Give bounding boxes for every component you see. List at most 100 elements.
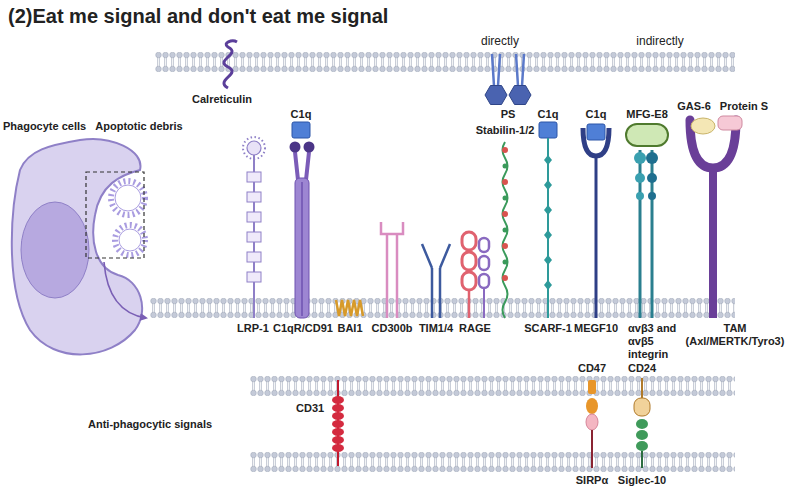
cd31-molecule-part	[332, 420, 344, 428]
ligand-label: Protein S	[720, 100, 768, 113]
stabilin-receptor-part	[502, 275, 508, 281]
lrp1-receptor	[243, 137, 265, 318]
cell-label: Phagocyte cells	[3, 120, 86, 133]
phagocyte-cell-part	[21, 202, 89, 298]
cd47-sirpa-pair-part	[586, 414, 598, 430]
lipid-bilayer	[250, 376, 735, 396]
apoptotic-debris-part	[119, 229, 141, 251]
tam-receptor-part	[718, 116, 742, 130]
ps-glyph	[485, 54, 531, 105]
c1qr-receptor	[290, 122, 315, 318]
megf10-receptor-part	[595, 156, 598, 318]
tim-receptor-part	[422, 244, 450, 268]
stabilin-receptor-part	[503, 196, 508, 201]
cd31-molecule	[332, 380, 344, 466]
zoom-box-part	[86, 172, 144, 258]
cd31-molecule-part	[332, 396, 344, 404]
scarf1-receptor-part	[544, 255, 552, 265]
receptor-label: TIM1/4	[419, 322, 453, 335]
cd300b-receptor-part	[396, 234, 399, 318]
rage-receptor-part	[462, 232, 476, 250]
cd47-sirpa-pair	[586, 380, 598, 468]
stabilin-receptor-part	[502, 211, 508, 217]
zoom-box-part	[104, 262, 146, 318]
rage-receptor-part	[462, 252, 476, 270]
lipid-bilayer	[150, 298, 735, 318]
c1qr-receptor-part	[301, 182, 303, 316]
lipid-bilayer-part	[250, 376, 735, 396]
c1qr-receptor-part	[290, 142, 301, 153]
lrp1-receptor-part	[243, 137, 265, 159]
ligand-label: Calreticulin	[192, 93, 252, 106]
receptor-label: RAGE	[459, 322, 491, 335]
ligand-label: PS	[501, 108, 516, 121]
stabilin-receptor	[502, 142, 508, 318]
ps-glyph-part	[485, 86, 507, 105]
rage-receptor-part	[462, 272, 476, 290]
apoptotic-debris-part	[111, 181, 145, 215]
receptor-label: C1qR/CD91	[273, 322, 333, 335]
cd31-molecule-part	[332, 412, 344, 420]
calreticulin-glyph	[224, 41, 237, 88]
scarf1-receptor-part	[544, 180, 552, 190]
lipid-bilayer	[155, 52, 735, 72]
ligand-label: C1q	[538, 108, 559, 121]
scarf1-receptor-part	[544, 280, 552, 290]
receptor-label: TAM (Axl/MERTK/Tyro3)	[682, 322, 788, 348]
cd47-sirpa-pair-part	[588, 380, 596, 394]
integrin-receptor-part	[626, 124, 668, 146]
cd24-siglec10-pair-part	[641, 378, 643, 398]
rage-receptor-part	[483, 288, 485, 318]
scarf1-receptor	[539, 122, 557, 318]
cd24-siglec10-pair-part	[636, 419, 648, 429]
lipid-bilayer	[250, 452, 735, 472]
lrp1-receptor-part	[247, 252, 261, 262]
apoptotic-debris	[111, 181, 145, 255]
molecule-label: CD31	[296, 402, 324, 415]
molecule-label: CD47	[578, 362, 606, 375]
cd24-siglec10-pair-part	[636, 441, 648, 451]
scarf1-receptor-part	[544, 230, 552, 240]
integrin-receptor-part	[635, 173, 645, 183]
megf10-receptor-part	[583, 128, 609, 156]
calreticulin-glyph-part	[224, 41, 237, 88]
integrin-receptor-part	[634, 152, 646, 164]
stabilin-receptor-part	[503, 260, 508, 265]
tam-receptor-part	[691, 118, 715, 134]
integrin-receptor-part	[648, 192, 656, 200]
lrp1-receptor-part	[247, 192, 261, 202]
cd31-molecule-part	[332, 428, 344, 436]
lrp1-receptor-part	[247, 141, 261, 155]
cd47-sirpa-pair-part	[591, 430, 593, 468]
rage-receptor-part	[479, 256, 489, 270]
cd300b-receptor-part	[381, 222, 403, 234]
scarf1-receptor-part	[544, 155, 552, 165]
molecule-label: CD24	[628, 362, 656, 375]
tam-receptor-part	[709, 168, 717, 318]
tim-receptor-part	[439, 268, 442, 318]
cd24-siglec10-pair-part	[634, 398, 650, 416]
tam-receptor	[690, 116, 742, 318]
cd300b-receptor	[381, 222, 403, 318]
apoptotic-debris-part	[115, 185, 141, 211]
cell-label: Apoptotic debris	[95, 120, 182, 133]
tim-receptor-part	[431, 268, 434, 318]
section-label: directly	[481, 34, 519, 49]
c1qr-receptor-part	[304, 142, 315, 153]
cd24-siglec10-pair	[634, 378, 650, 468]
cd31-molecule-part	[332, 404, 344, 412]
cd47-sirpa-pair-part	[586, 398, 598, 414]
integrin-receptor-part	[636, 192, 644, 200]
megf10-receptor	[583, 124, 609, 318]
molecule-label: SIRPα	[576, 474, 608, 487]
lrp1-receptor-part	[247, 232, 261, 242]
diagram-title: (2)Eat me signal and don't eat me signal	[8, 5, 388, 28]
c1qr-receptor-part	[295, 152, 309, 180]
c1qr-receptor-part	[292, 122, 310, 138]
rage-receptor	[462, 232, 489, 318]
receptor-label: αvβ3 and αvβ5 integrin	[628, 322, 678, 361]
stabilin-receptor-part	[503, 164, 508, 169]
phagocyte-cell	[12, 139, 142, 354]
